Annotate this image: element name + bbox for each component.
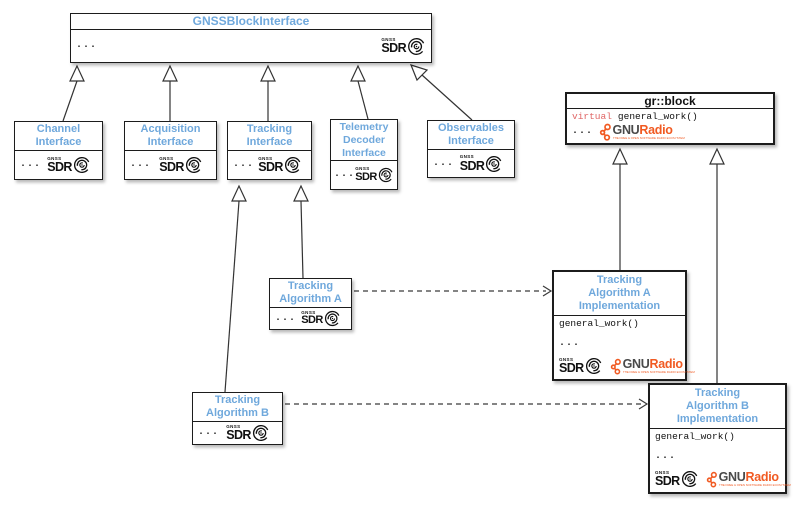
gnuradio-logo: GNURadio THE FREE & OPEN SOFTWARE RADIO … xyxy=(599,123,762,141)
members-ellipsis: ... xyxy=(572,126,594,137)
inheritance-arrow-alg-a-to-tracking xyxy=(293,184,309,279)
class-box-gnssblockinterface: GNSSBlockInterface ... GNSS SDR xyxy=(70,13,432,63)
members-ellipsis: ... xyxy=(20,159,42,170)
members-ellipsis: ... xyxy=(198,427,220,438)
gnuradio-tagline: THE FREE & OPEN SOFTWARE RADIO ECOSYSTEM xyxy=(612,137,685,140)
gnuradio-logo: GNURadio THE FREE & OPEN SOFTWARE RADIO … xyxy=(610,358,772,375)
method-signature: general_work() xyxy=(655,431,735,442)
inheritance-arrow-impl-b-to-grblock xyxy=(709,147,725,383)
sdr-swirl-icon xyxy=(185,156,202,174)
gnuradio-logo: GNURadio THE FREE & OPEN SOFTWARE RADIO … xyxy=(706,471,800,488)
class-box-tracking-algorithm-a-implementation: Tracking Algorithm A Implementation gene… xyxy=(552,270,694,381)
inheritance-arrow-telemetry xyxy=(350,64,369,120)
sdr-swirl-icon xyxy=(252,424,269,442)
members-ellipsis: ... xyxy=(233,159,255,170)
class-title: Tracking Algorithm B xyxy=(193,393,282,422)
class-title: Telemetry Decoder Interface xyxy=(331,120,397,161)
sdr-swirl-icon xyxy=(324,310,340,327)
gnuradio-tagline: THE FREE & OPEN SOFTWARE RADIO ECOSYSTEM xyxy=(718,484,791,487)
members-ellipsis: ... xyxy=(334,169,356,180)
sdr-swirl-icon xyxy=(681,470,698,488)
sdr-swirl-icon xyxy=(585,357,602,375)
inheritance-arrow-channel xyxy=(62,64,85,122)
sdr-swirl-icon xyxy=(408,37,425,55)
inheritance-arrow-alg-b-to-tracking xyxy=(224,184,247,393)
inheritance-arrow-tracking xyxy=(260,64,276,121)
class-title: Tracking Algorithm A xyxy=(270,279,351,308)
dashed-arrow-alg-a-to-impl xyxy=(354,285,553,297)
members-ellipsis: ... xyxy=(655,450,677,462)
class-title: Tracking Algorithm B Implementation xyxy=(650,385,785,429)
class-title: Tracking Interface xyxy=(228,122,311,151)
members-ellipsis: ... xyxy=(130,159,152,170)
gnuradio-tagline: THE FREE & OPEN SOFTWARE RADIO ECOSYSTEM xyxy=(622,371,695,374)
gnuradio-icon xyxy=(610,358,621,374)
class-title: Channel Interface xyxy=(15,122,102,151)
inheritance-arrow-acquisition xyxy=(162,64,178,121)
class-title: Acquisition Interface xyxy=(125,122,216,151)
class-title: Tracking Algorithm A Implementation xyxy=(554,272,685,316)
dashed-arrow-alg-b-to-impl xyxy=(285,398,649,410)
inheritance-arrow-impl-a-to-grblock xyxy=(612,147,628,270)
gnuradio-icon xyxy=(599,123,611,141)
inheritance-arrow-observables xyxy=(409,64,473,121)
sdr-swirl-icon xyxy=(284,156,301,174)
class-title: gr::block xyxy=(567,94,773,109)
class-title: Observables Interface xyxy=(428,121,514,150)
gnuradio-icon xyxy=(706,471,717,487)
method-signature: general_work() xyxy=(559,318,639,329)
sdr-swirl-icon xyxy=(73,156,90,174)
members-ellipsis: ... xyxy=(275,312,297,324)
class-title: GNSSBlockInterface xyxy=(71,14,431,30)
gnss-sdr-logo: GNSS SDR xyxy=(381,37,426,56)
members-ellipsis: ... xyxy=(76,40,98,51)
class-box-tracking-algorithm-b-implementation: Tracking Algorithm B Implementation gene… xyxy=(648,383,790,494)
members-ellipsis: ... xyxy=(559,337,581,349)
sdr-swirl-icon xyxy=(486,155,503,172)
sdr-swirl-icon xyxy=(378,167,393,183)
members-ellipsis: ... xyxy=(433,157,455,169)
